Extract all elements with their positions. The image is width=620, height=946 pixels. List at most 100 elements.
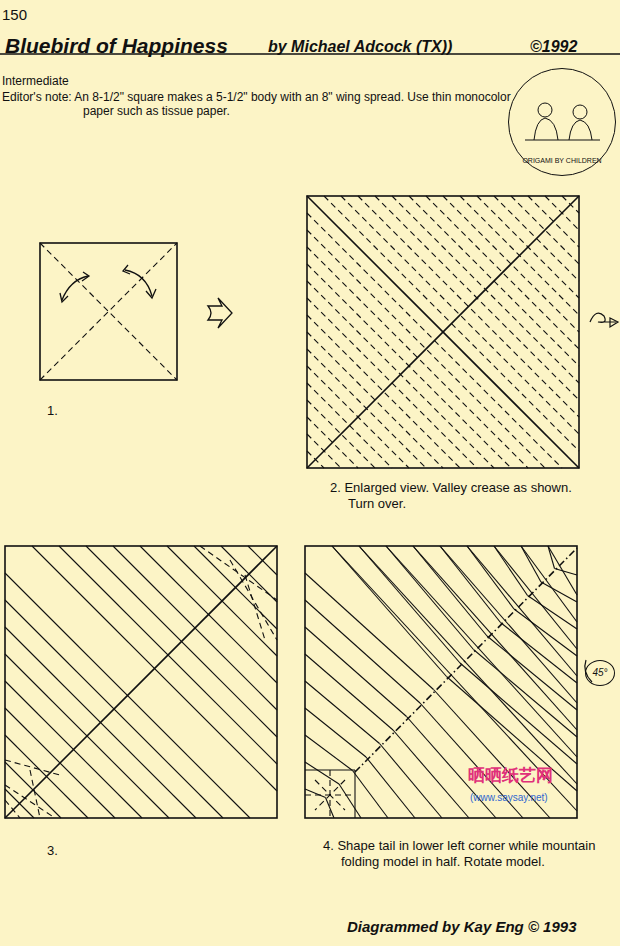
- arrow-head: [610, 318, 618, 327]
- valley-crease: [307, 400, 375, 468]
- fold-line: [305, 789, 326, 798]
- valley-crease: [307, 230, 545, 468]
- logo-text: ORIGAMI BY CHILDREN: [522, 157, 601, 165]
- paper-edge: [307, 196, 579, 468]
- valley-crease: [307, 298, 477, 468]
- mountain-fold: [355, 548, 577, 772]
- valley-crease: [443, 196, 579, 332]
- fold-line: [305, 627, 407, 717]
- fold-line: [5, 762, 61, 818]
- fold-line: [5, 735, 88, 818]
- valley-crease: [30, 770, 40, 818]
- valley-crease: [307, 366, 409, 468]
- fold-line: [305, 600, 420, 703]
- arrow-head: [146, 289, 156, 298]
- valley-crease: [40, 243, 177, 380]
- fold-line: [305, 681, 380, 744]
- valley-crease: [40, 243, 177, 380]
- fold-line: [5, 789, 34, 818]
- fold-line: [474, 650, 578, 738]
- valley-crease: [307, 332, 443, 468]
- step-caption: 2. Enlarged view. Valley crease as shown…: [330, 480, 585, 511]
- fold-line: [467, 546, 514, 609]
- fold-line: [59, 546, 277, 764]
- valley-crease: [528, 196, 579, 247]
- step-arrow: [208, 298, 232, 328]
- page-title: Bluebird of Happiness: [5, 33, 228, 58]
- valley-crease: [392, 196, 579, 383]
- fold-line: [460, 663, 577, 764]
- valley-crease: [5, 785, 55, 818]
- fold-line: [140, 546, 277, 683]
- fold-line: [514, 609, 577, 656]
- valley-crease: [562, 196, 579, 213]
- valley-crease: [307, 349, 426, 468]
- fold-line: [194, 546, 277, 629]
- author-credit: by Michael Adcock (TX)): [268, 37, 452, 56]
- copyright: ©1992: [530, 37, 577, 56]
- child-figure: [538, 103, 552, 117]
- fold-line: [5, 708, 115, 818]
- step-number: 1.: [47, 403, 58, 419]
- valley-crease: [494, 196, 579, 281]
- paper-edge: [307, 196, 579, 468]
- child-figure: [573, 105, 587, 119]
- paper-edge: [5, 546, 277, 818]
- fold-line: [86, 546, 277, 737]
- valley-crease: [375, 196, 579, 400]
- valley-crease: [324, 196, 579, 451]
- valley-crease: [307, 247, 528, 468]
- fold-line: [354, 770, 355, 818]
- fold-line: [305, 735, 353, 771]
- step-caption: 4. Shape tail in lower left corner while…: [323, 838, 598, 869]
- paper-square: [307, 196, 579, 468]
- valley-crease: [426, 196, 579, 349]
- fold-line: [521, 546, 541, 582]
- fold-line: [32, 546, 277, 791]
- fold-line: [359, 546, 460, 663]
- watermark: (www.saysay.net): [470, 792, 548, 804]
- fold-line: [521, 546, 577, 622]
- fold-line: [548, 546, 555, 569]
- valley-crease: [5, 760, 60, 775]
- valley-crease: [245, 575, 265, 640]
- fold-line: [339, 784, 361, 818]
- fold-line: [353, 771, 389, 819]
- fold-line: [386, 546, 474, 650]
- fold-line: [5, 627, 196, 818]
- fold-line: [359, 546, 577, 784]
- fold-line: [5, 573, 250, 818]
- fold-line: [5, 654, 169, 818]
- paper-square: [40, 243, 177, 380]
- page-number: 150: [2, 6, 27, 24]
- fold-line: [5, 681, 142, 818]
- child-figure: [569, 120, 592, 140]
- watermark: 晒晒纸艺网: [468, 766, 553, 786]
- fold-line: [305, 573, 434, 690]
- arrow-head: [60, 293, 68, 302]
- valley-crease: [341, 196, 579, 434]
- fold-line: [366, 757, 415, 818]
- valley-crease: [358, 196, 579, 417]
- fold-line: [5, 600, 223, 818]
- fold-line: [434, 690, 551, 819]
- valley-crease: [477, 196, 579, 298]
- valley-crease: [511, 196, 579, 264]
- valley-crease: [307, 213, 562, 468]
- rotate-symbol: 45°: [585, 660, 615, 686]
- valley-crease: [545, 196, 579, 230]
- rotate-angle: 45°: [592, 667, 607, 679]
- valley-crease: [307, 264, 511, 468]
- step-number: 3.: [47, 843, 58, 859]
- valley-crease: [230, 560, 277, 640]
- fold-line: [248, 546, 277, 575]
- valley-crease: [5, 800, 20, 818]
- fold-line: [525, 139, 600, 140]
- logo-circle: ORIGAMI BY CHILDREN: [508, 68, 616, 176]
- child-figure: [534, 118, 558, 140]
- fold-line: [305, 708, 366, 757]
- fold-line: [494, 546, 577, 649]
- fold-line: [555, 569, 578, 576]
- valley-crease: [307, 434, 341, 468]
